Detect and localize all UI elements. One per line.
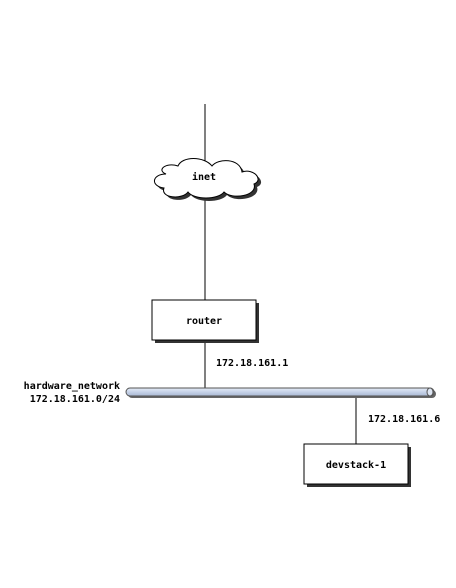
devstack-node: devstack-1 [303,443,411,487]
hardware-network-bar [125,387,436,398]
devstack-box [303,443,409,485]
network-cidr-label: 172.18.161.0/24 [30,394,120,405]
devstack-label: devstack-1 [326,460,386,471]
network-bar-endcap [426,387,434,397]
inet-label: inet [192,171,216,183]
router-node: router [151,299,259,343]
devstack-ip-label: 172.18.161.6 [368,414,440,425]
router-box [151,299,257,341]
network-bar [125,387,435,397]
inet-cloud-shape [154,158,259,199]
router-label: router [186,316,222,327]
router-ip-label: 172.18.161.1 [216,358,288,369]
network-name-label: hardware_network [24,381,120,392]
inet-cloud-node: inet [154,158,262,201]
